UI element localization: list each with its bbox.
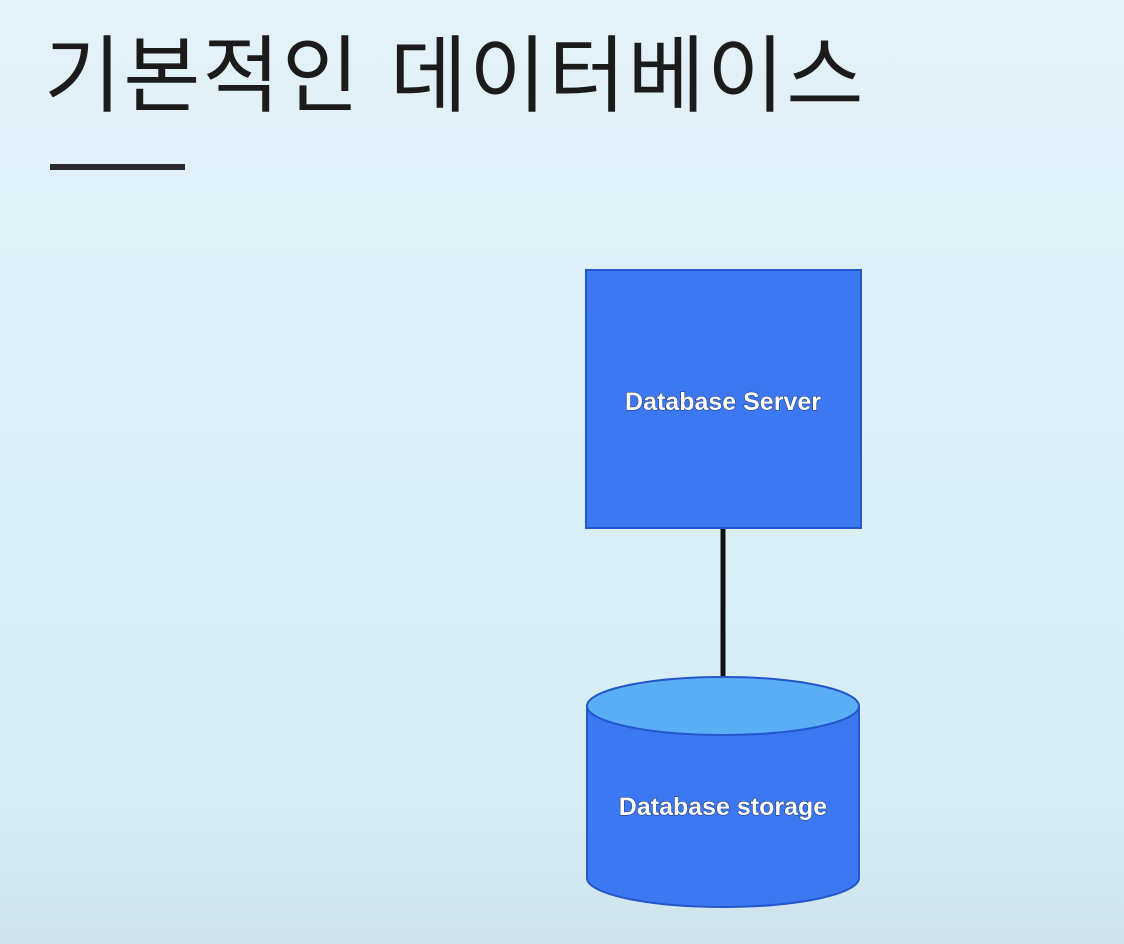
cylinder-top [586, 676, 860, 736]
database-server-box [585, 269, 862, 529]
title-underline [50, 164, 185, 170]
cylinder-body [586, 705, 860, 908]
database-server-label: Database Server [625, 388, 821, 416]
database-storage-cylinder [586, 676, 860, 908]
slide-title: 기본적인 데이터베이스 [44, 27, 866, 125]
database-storage-label: Database storage [619, 793, 828, 821]
